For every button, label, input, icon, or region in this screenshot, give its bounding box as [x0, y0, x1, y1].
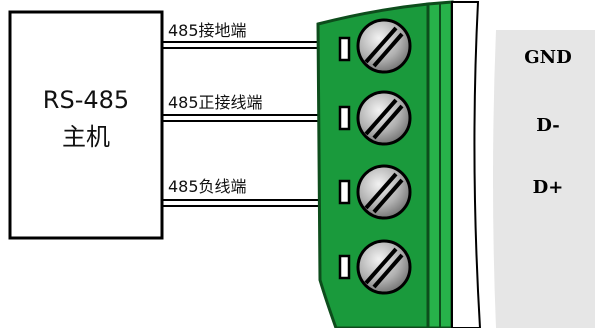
device-panel [493, 30, 595, 328]
wire-negative [162, 199, 330, 207]
wire-label-ground: 485接地端 [168, 21, 247, 40]
screw-icon [356, 18, 412, 74]
screw-icon [356, 90, 412, 146]
screw-icon [356, 239, 412, 295]
screw-icon [356, 164, 412, 220]
wire-label-positive: 485正接线端 [168, 93, 263, 112]
wire-ground [162, 41, 330, 49]
pin-label-d-plus: D+ [533, 177, 564, 198]
host-box [8, 10, 164, 240]
pin-label-d-minus: D- [536, 115, 559, 136]
terminal-slot [338, 36, 351, 62]
wire-positive [162, 114, 330, 122]
wire-label-negative: 485负线端 [168, 177, 247, 196]
terminal-slot [338, 105, 351, 131]
terminal-slot [338, 254, 351, 280]
pin-label-gnd: GND [524, 47, 571, 68]
terminal-slot [338, 179, 351, 205]
host-subtitle: 主机 [62, 123, 110, 151]
host-title: RS-485 [43, 86, 129, 114]
